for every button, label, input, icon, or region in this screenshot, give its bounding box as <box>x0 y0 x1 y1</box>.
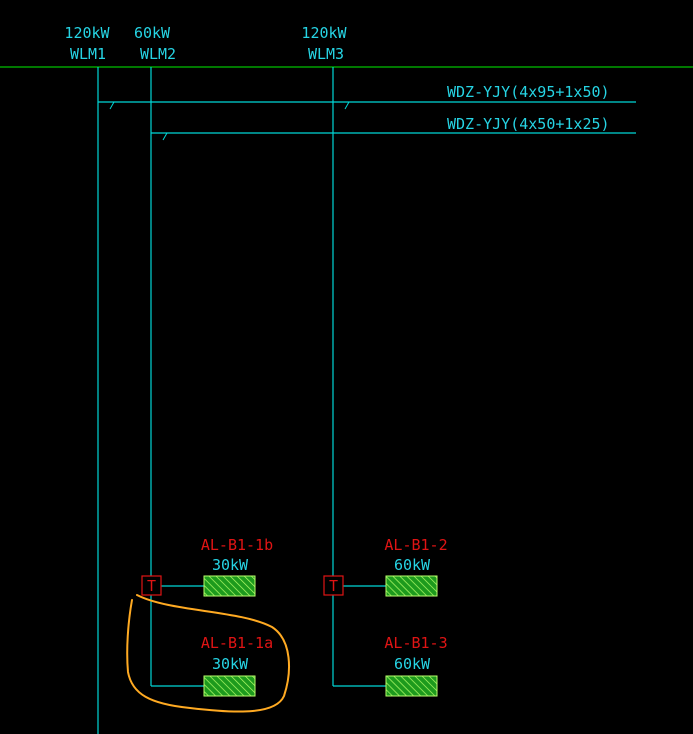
panel-name-al-b1-2: AL-B1-2 <box>384 536 447 554</box>
panel-hatch-al-b1-1a <box>204 676 255 696</box>
feeder-wlm2-name: WLM2 <box>140 45 176 63</box>
cable-tick-wlm3 <box>336 101 350 110</box>
feeder-wlm3-load: 120kW <box>301 24 347 42</box>
panel-name-al-b1-1a: AL-B1-1a <box>201 634 273 652</box>
panel-hatch-al-b1-2 <box>386 576 437 596</box>
tap-marker-box-wlm2[interactable] <box>141 575 162 596</box>
cable-label-1: WDZ-YJY(4x95+1x50) <box>447 83 610 101</box>
feeder-wlm1-name: WLM1 <box>70 45 106 63</box>
feeder-wlm2-load: 60kW <box>134 24 171 42</box>
cable-tick-wlm1 <box>101 101 115 110</box>
panel-name-al-b1-3: AL-B1-3 <box>384 634 447 652</box>
cable-label-2: WDZ-YJY(4x50+1x25) <box>447 115 610 133</box>
cable-tick-wlm2 <box>154 132 168 141</box>
panel-load-al-b1-2: 60kW <box>394 556 431 574</box>
panel-load-al-b1-3: 60kW <box>394 655 431 673</box>
panel-load-al-b1-1b: 30kW <box>212 556 249 574</box>
tap-marker-symbol-wlm2: T <box>147 577 156 595</box>
feeder-wlm1-load: 120kW <box>64 24 110 42</box>
panel-hatch-al-b1-3 <box>386 676 437 696</box>
panel-hatch-al-b1-1b <box>204 576 255 596</box>
tap-marker-box-wlm3[interactable] <box>323 575 344 596</box>
panel-name-al-b1-1b: AL-B1-1b <box>201 536 273 554</box>
highlight-annotation-outline <box>126 594 290 713</box>
tap-marker-symbol-wlm3: T <box>329 577 338 595</box>
feeder-wlm3-name: WLM3 <box>308 45 344 63</box>
panel-load-al-b1-1a: 30kW <box>212 655 249 673</box>
